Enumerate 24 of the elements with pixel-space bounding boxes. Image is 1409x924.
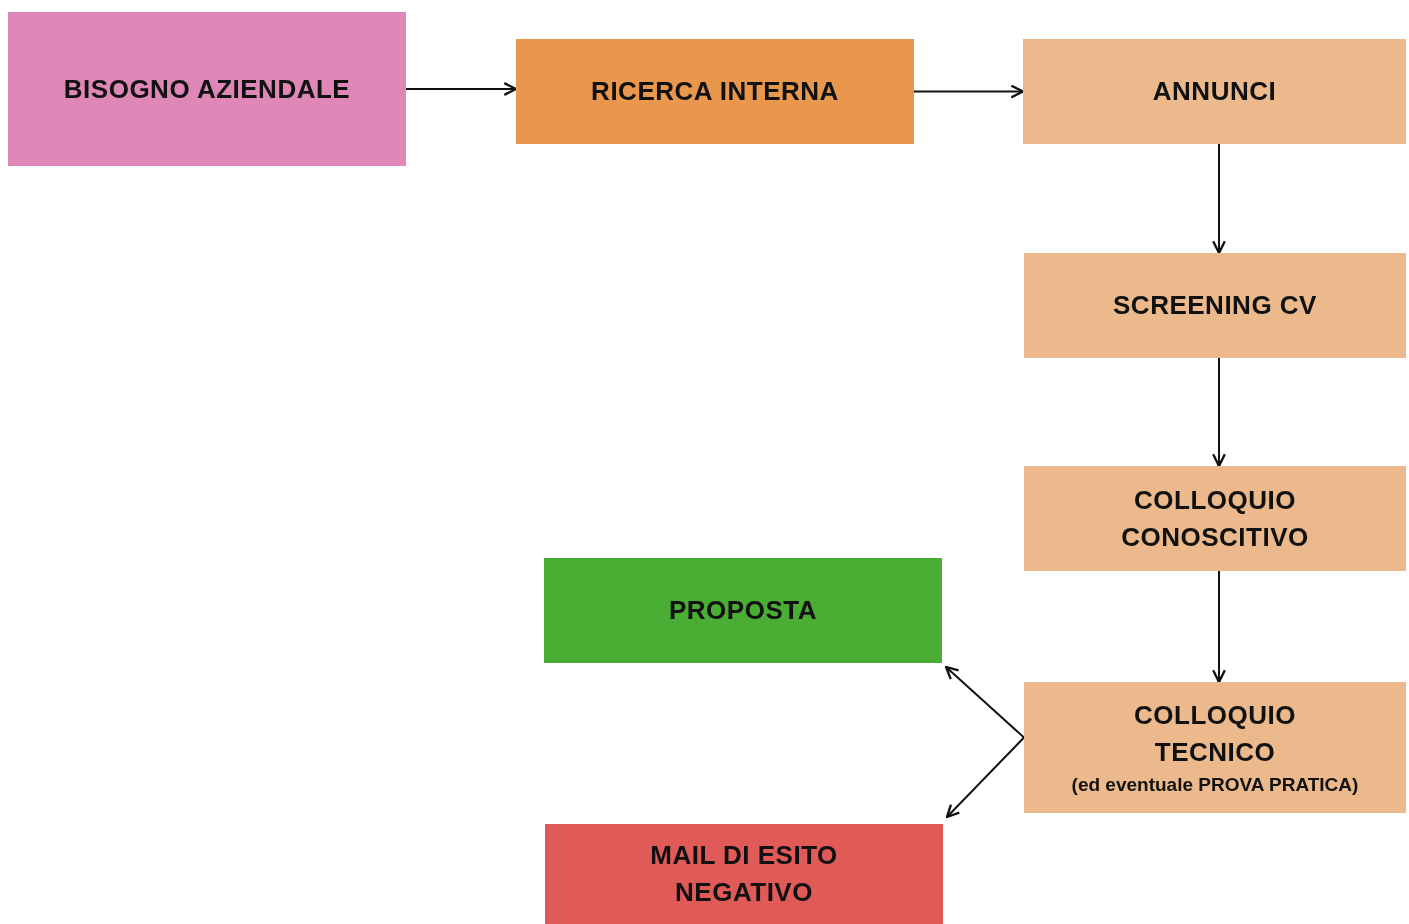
- arrow: [944, 665, 1025, 739]
- step-label: ANNUNCI: [1152, 75, 1277, 108]
- arrow: [405, 82, 518, 96]
- arrow: [1212, 357, 1226, 468]
- step-label: COLLOQUIO TECNICO: [1133, 698, 1297, 769]
- step-label: SCREENING CV: [1113, 289, 1317, 322]
- step-note: (ed eventuale PROVA PRATICA): [1071, 772, 1359, 797]
- step-label: RICERCA INTERNA: [591, 75, 839, 108]
- process-box: [1024, 682, 1406, 813]
- process-box: [1024, 253, 1406, 358]
- arrow: [945, 736, 1025, 819]
- arrow: [1212, 570, 1226, 684]
- step-label: BISOGNO AZIENDALE: [63, 72, 351, 106]
- arrow: [913, 84, 1025, 99]
- process-box: [1024, 466, 1406, 571]
- process-box: [545, 824, 943, 924]
- process-box: [1023, 39, 1406, 144]
- process-box: [544, 558, 942, 663]
- arrow: [1212, 143, 1226, 255]
- step-label: COLLOQUIO CONOSCITIVO: [1120, 483, 1310, 554]
- process-box: [516, 39, 914, 144]
- step-label: PROPOSTA: [669, 594, 817, 627]
- process-box: [8, 12, 406, 166]
- step-label: MAIL DI ESITO NEGATIVO: [649, 839, 839, 909]
